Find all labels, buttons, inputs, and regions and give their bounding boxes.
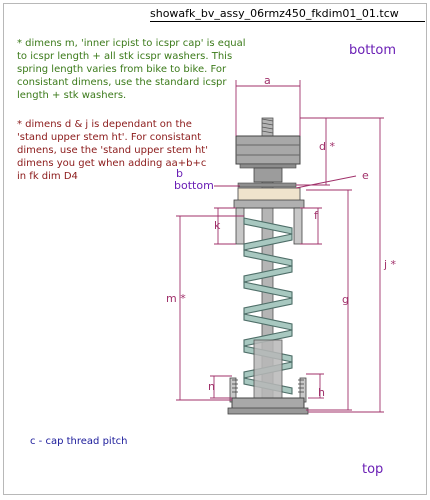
stem-collar xyxy=(253,167,283,183)
dimension-lines xyxy=(176,80,384,413)
label-k: k xyxy=(214,219,221,232)
threaded-stem xyxy=(261,118,274,134)
label-b: b xyxy=(176,167,183,180)
label-a: a xyxy=(264,74,271,87)
label-h: h xyxy=(318,386,325,399)
diagram-frame xyxy=(3,3,427,495)
label-d: d * xyxy=(319,140,335,153)
washer-b xyxy=(237,182,297,188)
label-b-bottom: bottom xyxy=(174,179,214,192)
lower-spring-seat xyxy=(227,339,309,415)
label-n: n xyxy=(208,380,215,393)
label-m: m * xyxy=(166,292,186,305)
orientation-bottom-label: bottom xyxy=(349,43,397,58)
note-cap-thread: c - cap thread pitch xyxy=(30,436,128,447)
spring-cap xyxy=(233,187,305,245)
stacked-washers xyxy=(232,379,304,393)
top-nut xyxy=(235,135,301,169)
note-dimen-d-j: * dimens d & j is dependant on the 'stan… xyxy=(17,119,208,182)
label-j: j * xyxy=(383,258,397,271)
note-dimen-m: * dimens m, 'inner icpist to icspr cap' … xyxy=(17,38,246,101)
drawing-title: showafk_bv_assy_06rmz450_fkdim01_01.tcw xyxy=(150,7,425,22)
orientation-top-label: top xyxy=(362,462,384,477)
label-e: e xyxy=(362,169,369,182)
label-g: g xyxy=(342,293,349,306)
label-f: f xyxy=(314,209,319,222)
